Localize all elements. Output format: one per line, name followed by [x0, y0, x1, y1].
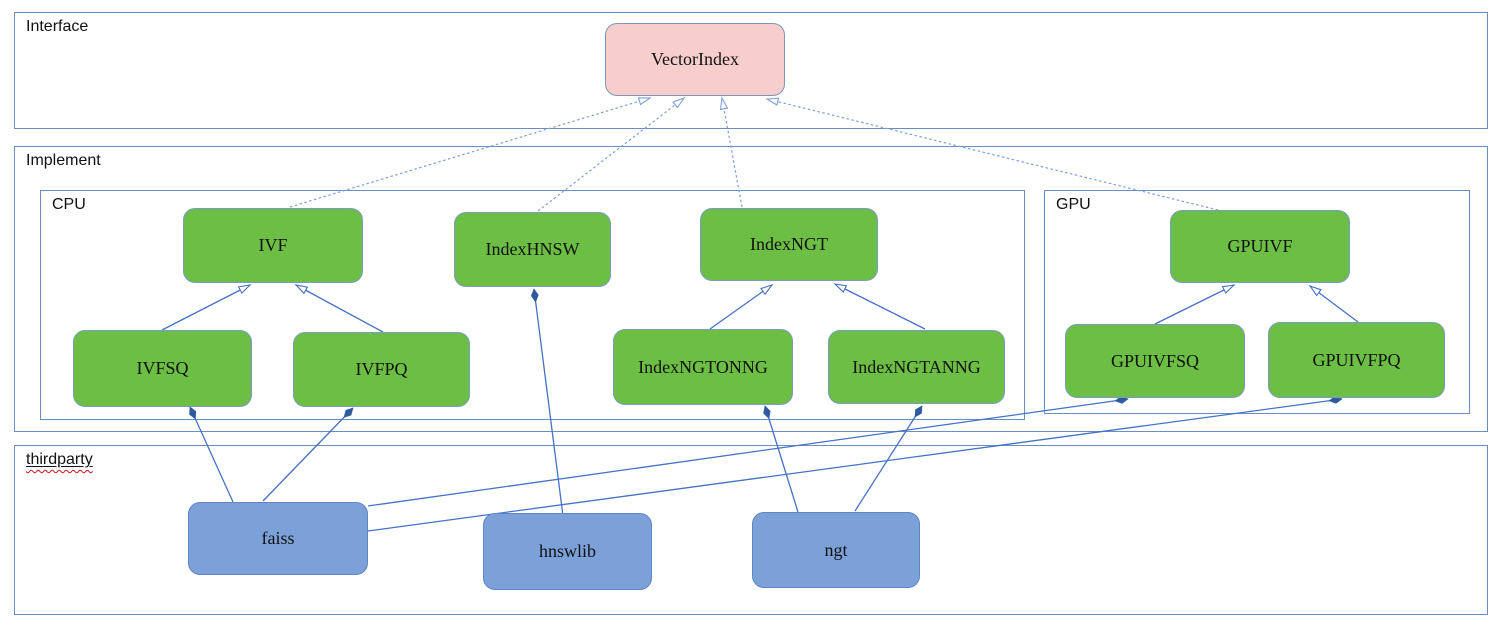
interface-container: Interface [14, 12, 1488, 129]
node-ivf[interactable]: IVF [183, 208, 363, 283]
node-ivfsq[interactable]: IVFSQ [73, 330, 252, 407]
node-indexhnsw[interactable]: IndexHNSW [454, 212, 611, 287]
node-indexngtonng[interactable]: IndexNGTONNG [613, 329, 793, 405]
node-gpuivf-label: GPUIVF [1227, 236, 1293, 256]
node-ngt-label: ngt [824, 539, 848, 560]
node-indexngtanng[interactable]: IndexNGTANNG [828, 330, 1005, 404]
node-indexngtanng-label: IndexNGTANNG [852, 356, 981, 377]
node-gpuivfpq[interactable]: GPUIVFPQ [1268, 322, 1445, 398]
node-vectorindex-label: VectorIndex [651, 49, 739, 69]
node-hnswlib-label: hnswlib [538, 541, 596, 561]
implement-label: Implement [26, 152, 101, 169]
node-faiss[interactable]: faiss [188, 502, 368, 575]
cpu-label: CPU [52, 196, 86, 213]
node-ivf-label: IVF [258, 235, 288, 255]
node-ivfsq-label: IVFSQ [136, 358, 189, 378]
thirdparty-label-text: thirdparty [26, 451, 93, 468]
node-indexngt-label: IndexNGT [750, 234, 828, 254]
node-hnswlib[interactable]: hnswlib [483, 513, 652, 590]
node-ivfpq-label: IVFPQ [355, 359, 408, 379]
gpu-label: GPU [1056, 196, 1091, 213]
node-gpuivfsq-label: GPUIVFSQ [1110, 350, 1200, 371]
node-indexngt[interactable]: IndexNGT [700, 208, 878, 281]
node-ngt[interactable]: ngt [752, 512, 920, 588]
node-indexngtonng-label: IndexNGTONNG [638, 356, 768, 377]
node-ivfpq[interactable]: IVFPQ [293, 332, 470, 407]
node-vectorindex[interactable]: VectorIndex [605, 23, 785, 96]
interface-label: Interface [26, 18, 89, 35]
node-gpuivfpq-label: GPUIVFPQ [1312, 349, 1401, 370]
node-gpuivfsq[interactable]: GPUIVFSQ [1065, 324, 1245, 398]
thirdparty-label: thirdparty [26, 451, 93, 469]
node-gpuivf[interactable]: GPUIVF [1170, 210, 1350, 283]
node-indexhnsw-label: IndexHNSW [485, 239, 580, 259]
node-faiss-label: faiss [261, 528, 295, 548]
